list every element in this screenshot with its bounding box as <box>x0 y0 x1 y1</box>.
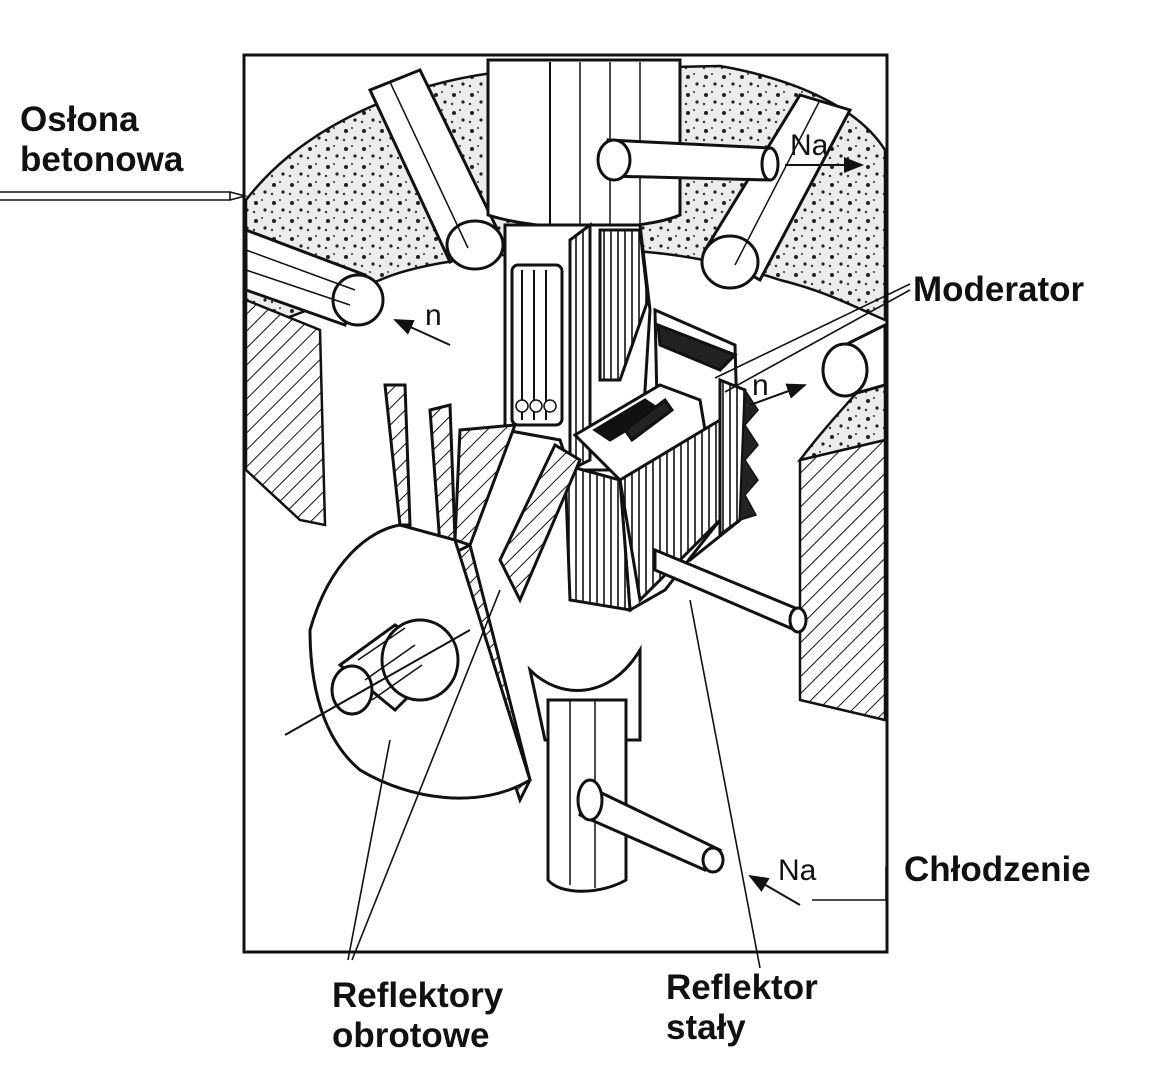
radial-channel-right <box>821 322 887 398</box>
rotary-drive-cylinder <box>330 618 460 716</box>
neutron-right-label: n <box>752 369 769 402</box>
rotary-axis-line <box>284 629 471 736</box>
label-oslona-betonowa: Osłona betonowa <box>20 100 184 179</box>
label-moderator: Moderator <box>913 270 1085 309</box>
control-rod <box>653 547 808 634</box>
neutron-arrow-left <box>393 319 451 346</box>
fixed-reflector <box>563 383 722 613</box>
label-reflektor-staly: Reflektor stały <box>666 968 818 1047</box>
reactor-core <box>503 222 652 473</box>
sodium-outlet-pipe <box>596 138 780 182</box>
leader-lines <box>0 191 911 969</box>
radial-channel-upper-left <box>367 68 505 271</box>
neutron-left-label: n <box>425 299 442 332</box>
radial-channel-left <box>244 227 385 327</box>
shield-cut-right <box>798 438 887 722</box>
sodium-inlet-pipe <box>576 778 725 874</box>
na-inlet-arrow <box>748 874 801 906</box>
neutron-arrow-right <box>749 383 807 406</box>
na-outlet-label: Na <box>790 129 829 162</box>
radial-channel-upper-right <box>700 93 853 290</box>
label-reflektory-obrotowe: Reflektory obrotowe <box>332 976 504 1055</box>
label-chlodzenie: Chłodzenie <box>904 850 1091 889</box>
na-inlet-label: Na <box>778 854 817 887</box>
shield-cut-left <box>244 298 327 527</box>
